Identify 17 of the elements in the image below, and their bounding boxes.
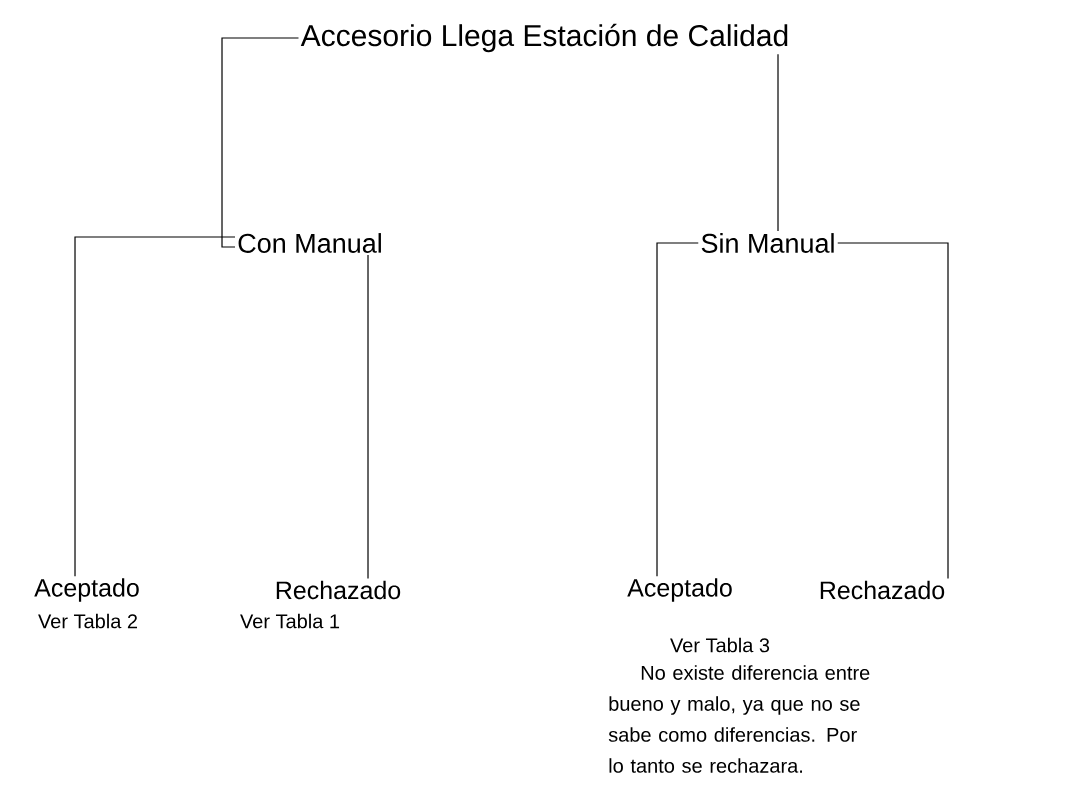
table-reference: Ver Tabla 3 — [670, 637, 770, 653]
connector-line — [221, 37, 300, 248]
connector-line — [367, 254, 369, 580]
node-label: Con Manual — [238, 233, 381, 253]
node-label: Rechazado — [276, 580, 401, 600]
table-reference: Ver Tabla 2 — [38, 613, 137, 629]
node-label: Aceptado — [34, 578, 139, 602]
connector-line — [74, 236, 236, 577]
table-reference: Ver Tabla 1 — [240, 613, 340, 629]
node-label: Sin Manual — [701, 233, 834, 253]
connector-line — [656, 242, 699, 577]
node-label: Accesorio Llega Estación de Calidad — [300, 23, 788, 53]
node-label: Rechazado — [820, 580, 945, 600]
connector-line — [777, 53, 779, 232]
note-text: No existe diferencia entre bueno y malo, ya que no se sabe como diferencias. Por lo tanto se rechazara. — [608, 665, 870, 773]
connector-line — [837, 242, 949, 580]
node-label: Aceptado — [627, 578, 732, 602]
